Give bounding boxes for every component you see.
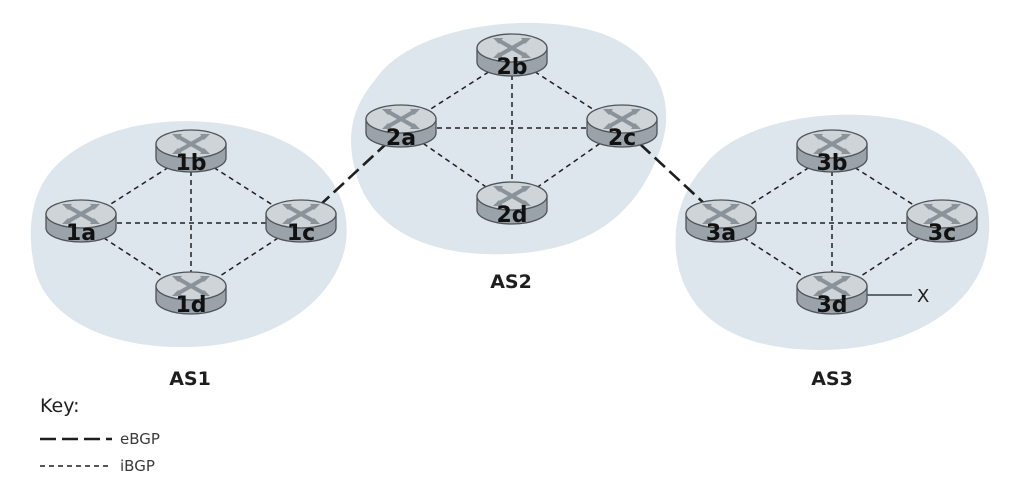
- as2-label: AS2: [490, 271, 532, 293]
- router-1c-label: 1c: [287, 221, 315, 246]
- router-2d: 2d: [475, 180, 549, 228]
- router-3b-label: 3b: [816, 151, 847, 176]
- router-2a-label: 2a: [386, 126, 416, 151]
- router-3c-label: 3c: [928, 221, 956, 246]
- as1-label: AS1: [169, 368, 211, 390]
- as3-region: [675, 114, 990, 350]
- router-3c: 3c: [905, 198, 979, 246]
- as2-region: [351, 22, 667, 255]
- router-3d-label: 3d: [816, 293, 847, 318]
- ebgp-link-1c-2a: [318, 143, 387, 207]
- legend-ebgp-label: eBGP: [120, 430, 160, 448]
- router-2d-label: 2d: [496, 203, 527, 228]
- legend-ibgp-label: iBGP: [120, 457, 155, 475]
- ebgp-links: [318, 143, 708, 207]
- router-1a-label: 1a: [66, 221, 96, 246]
- router-1a: 1a: [44, 198, 118, 246]
- router-1c: 1c: [264, 198, 338, 246]
- router-2a: 2a: [364, 103, 438, 151]
- router-1d-label: 1d: [175, 293, 206, 318]
- legend-title: Key:: [40, 395, 79, 417]
- router-3a: 3a: [684, 198, 758, 246]
- router-3a-label: 3a: [706, 221, 736, 246]
- router-3b: 3b: [795, 128, 869, 176]
- router-1b-label: 1b: [175, 151, 206, 176]
- as1-region: [30, 121, 347, 348]
- as3-label: AS3: [811, 368, 853, 390]
- router-1d: 1d: [154, 270, 228, 318]
- router-2b-label: 2b: [496, 55, 527, 80]
- legend: Key: eBGP iBGP: [40, 395, 160, 475]
- ebgp-link-2c-3a: [639, 143, 708, 207]
- router-3d: 3d: [795, 270, 869, 318]
- router-2b: 2b: [475, 32, 549, 80]
- x-label: X: [917, 286, 929, 307]
- router-2c-label: 2c: [608, 126, 636, 151]
- router-1b: 1b: [154, 128, 228, 176]
- router-2c: 2c: [585, 103, 659, 151]
